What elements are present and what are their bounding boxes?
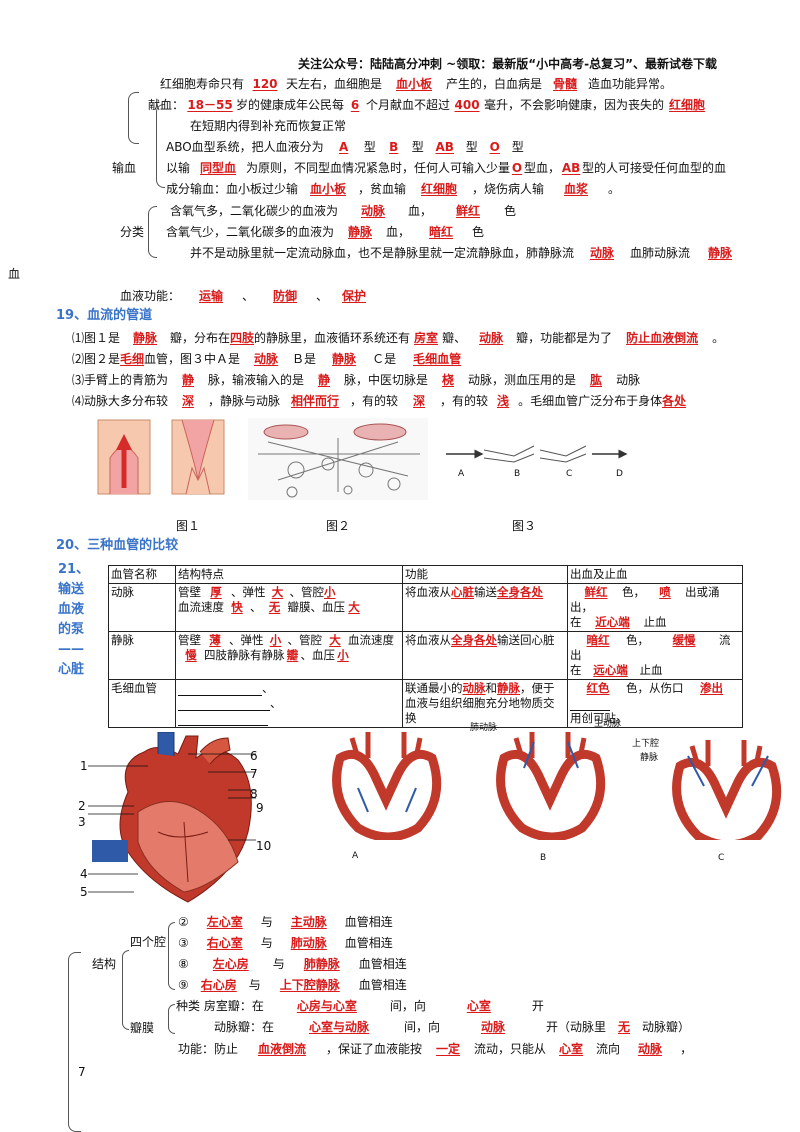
figure-3-vessels [446, 445, 628, 463]
heart-label-3: 3 [78, 815, 86, 829]
transfusion-line-3: 在短期内得到补充而恢复正常 [190, 119, 347, 133]
figure-2-capillary [248, 418, 428, 500]
table-cell: 、 、 [175, 679, 403, 728]
brace-valves [168, 1004, 175, 1034]
diagram-label-aorta: 主动脉 [594, 719, 622, 729]
diagram-label-a: A [352, 851, 359, 861]
table-cell: 联通最小的动脉和静脉，便于 血液与组织细胞充分地物质交 换 [402, 679, 568, 728]
heart-label-1: 1 [80, 759, 88, 773]
diagram-label-vena-cava-2: 静脉 [640, 753, 659, 763]
fig3-label-b: B [514, 469, 521, 479]
heart-label-4: 4 [80, 867, 88, 881]
transfusion-line-6: 成分输血：血小板过少输血小板，贫血输红细胞，烧伤病人输血浆。 [166, 182, 621, 196]
valve-kind: 种类 房室瓣：在心房与心室间，向心室开 [176, 999, 544, 1013]
section-21-line-4: 的泵 [58, 622, 85, 637]
table-cell: 动脉 [108, 583, 176, 632]
table-cell: 鲜红色，喷出或涌出， 在近心端止血 [567, 583, 743, 632]
label-structure: 结构 [92, 957, 117, 971]
table-header-row: 血管名称 结构特点 功能 出血及止血 [108, 565, 743, 584]
section-21-line-3: 血液 [58, 602, 85, 617]
table-cell: 毛细血管 [108, 679, 176, 728]
table-header: 结构特点 [175, 565, 403, 584]
valve-function: 功能：防止血液倒流，保证了血液能按一定流动，只能从心室流向动脉， [178, 1042, 693, 1056]
label-valves: 瓣膜 [130, 1021, 155, 1035]
heart-label-10: 10 [256, 839, 272, 853]
s19-line-4: ⑷动脉大多分布较深，静脉与动脉相伴而行，有的较深，有的较浅。毛细血管广泛分布于身… [72, 394, 687, 408]
figure-1-caption: 图１ [176, 519, 201, 533]
section-19-title: 19、血流的管道 [56, 308, 153, 323]
heart-label-8: 8 [250, 787, 258, 801]
heart-illustration [88, 732, 256, 903]
classify-line-3: 并不是动脉里就一定流动脉血，也不是静脉里就一定流静脉血，肺静脉流动脉血肺动脉流静… [190, 246, 733, 260]
brace-structure-outer [68, 952, 81, 1132]
table-header: 功能 [402, 565, 568, 584]
table-cell: 红色色，从伤口渗出 用创可贴。 [567, 679, 743, 728]
label-classify: 分类 [120, 225, 145, 239]
brace-classify [148, 206, 157, 258]
table-cell: 暗红色，缓慢流 出 在远心端止血 [567, 631, 743, 680]
fig3-label-a: A [458, 469, 465, 479]
s19-line-3: ⑶手臂上的青筋为静脉，输液输入的是静脉，中医切脉是桡动脉，测血压用的是肱动脉 [72, 373, 641, 387]
s19-line-1: ⑴图１是静脉瓣，分布在四肢的静脉里，血液循环系统还有房室瓣、动脉瓣，功能都是为了… [72, 331, 725, 345]
fig3-label-c: C [566, 469, 573, 479]
section-21-line-6: 心脏 [58, 662, 85, 677]
table-cell: 管壁厚、弹性大、管腔小 血流速度快、无瓣膜、血压大 [175, 583, 403, 632]
table-cell: 将血液从心脏输送全身各处 [402, 583, 568, 632]
classify-line-1: 含氧气多，二氧化碳少的血液为动脉血，鲜红色 [170, 204, 517, 218]
heart-phase-diagrams [332, 732, 782, 840]
valve-arterial: 动脉瓣：在心室与动脉间，向动脉开（动脉里无动脉瓣） [214, 1020, 691, 1034]
heart-label-5: 5 [80, 885, 88, 899]
diagram-label-vena-cava-1: 上下腔 [632, 739, 660, 749]
page-header: 关注公众号：陆陆高分冲刺 ~领取：最新版“小中高考-总复习”、最新试卷下载 [298, 57, 717, 71]
figure-2-caption: 图２ [326, 519, 351, 533]
section-20-title: 20、三种血管的比较 [56, 538, 179, 553]
fig3-label-d: D [616, 469, 623, 479]
table-header: 血管名称 [108, 565, 176, 584]
section-21-line-1: 21、 [58, 562, 90, 577]
table-cell: 管壁薄、弹性小、管腔大血流速度 慢四肢静脉有静脉瓣、血压小 [175, 631, 403, 680]
brace-structure [122, 950, 129, 1030]
page-number-7: 7 [78, 1065, 86, 1079]
classify-wrap: 血 [8, 267, 21, 281]
section-21-line-5: —— [58, 642, 84, 657]
table-row-vein: 静脉 管壁薄、弹性小、管腔大血流速度 慢四肢静脉有静脉瓣、血压小 将血液从全身各… [108, 631, 743, 680]
heart-label-6: 6 [250, 749, 258, 763]
figure-1-vein-valve [97, 419, 225, 495]
table-row-artery: 动脉 管壁厚、弹性大、管腔小 血流速度快、无瓣膜、血压大 将血液从心脏输送全身各… [108, 583, 743, 632]
heart-label-7: 7 [250, 767, 258, 781]
label-transfusion: 输血 [112, 161, 137, 175]
table-row-capillary: 毛细血管 、 、 联通最小的动脉和静脉，便于 血液与组织细胞充分地物质交 换 红… [108, 679, 743, 728]
diagram-label-c: C [718, 853, 725, 863]
figure-3-caption: 图３ [512, 519, 537, 533]
vessel-comparison-table: 血管名称 结构特点 功能 出血及止血 动脉 管壁厚、弹性大、管腔小 血流速度快、… [108, 565, 743, 728]
heart-label-2: 2 [78, 799, 86, 813]
heart-label-9: 9 [256, 801, 264, 815]
diagram-label-pulmonary-artery: 肺动脉 [470, 723, 498, 733]
table-cell: 将血液从全身各处输送回心脏 [402, 631, 568, 680]
label-four-chambers: 四个腔 [130, 935, 167, 949]
classify-line-2: 含氧气少，二氧化碳多的血液为静脉血，暗红色 [166, 225, 485, 239]
diagram-label-b: B [540, 853, 547, 863]
brace-chambers [168, 922, 175, 990]
table-cell: 静脉 [108, 631, 176, 680]
brace-transfusion-inner [156, 104, 165, 188]
section-21-line-2: 输送 [58, 582, 85, 597]
brace-transfusion [128, 92, 139, 144]
table-header: 出血及止血 [567, 565, 743, 584]
blood-function: 血液功能：运输、防御、保护 [120, 289, 367, 303]
